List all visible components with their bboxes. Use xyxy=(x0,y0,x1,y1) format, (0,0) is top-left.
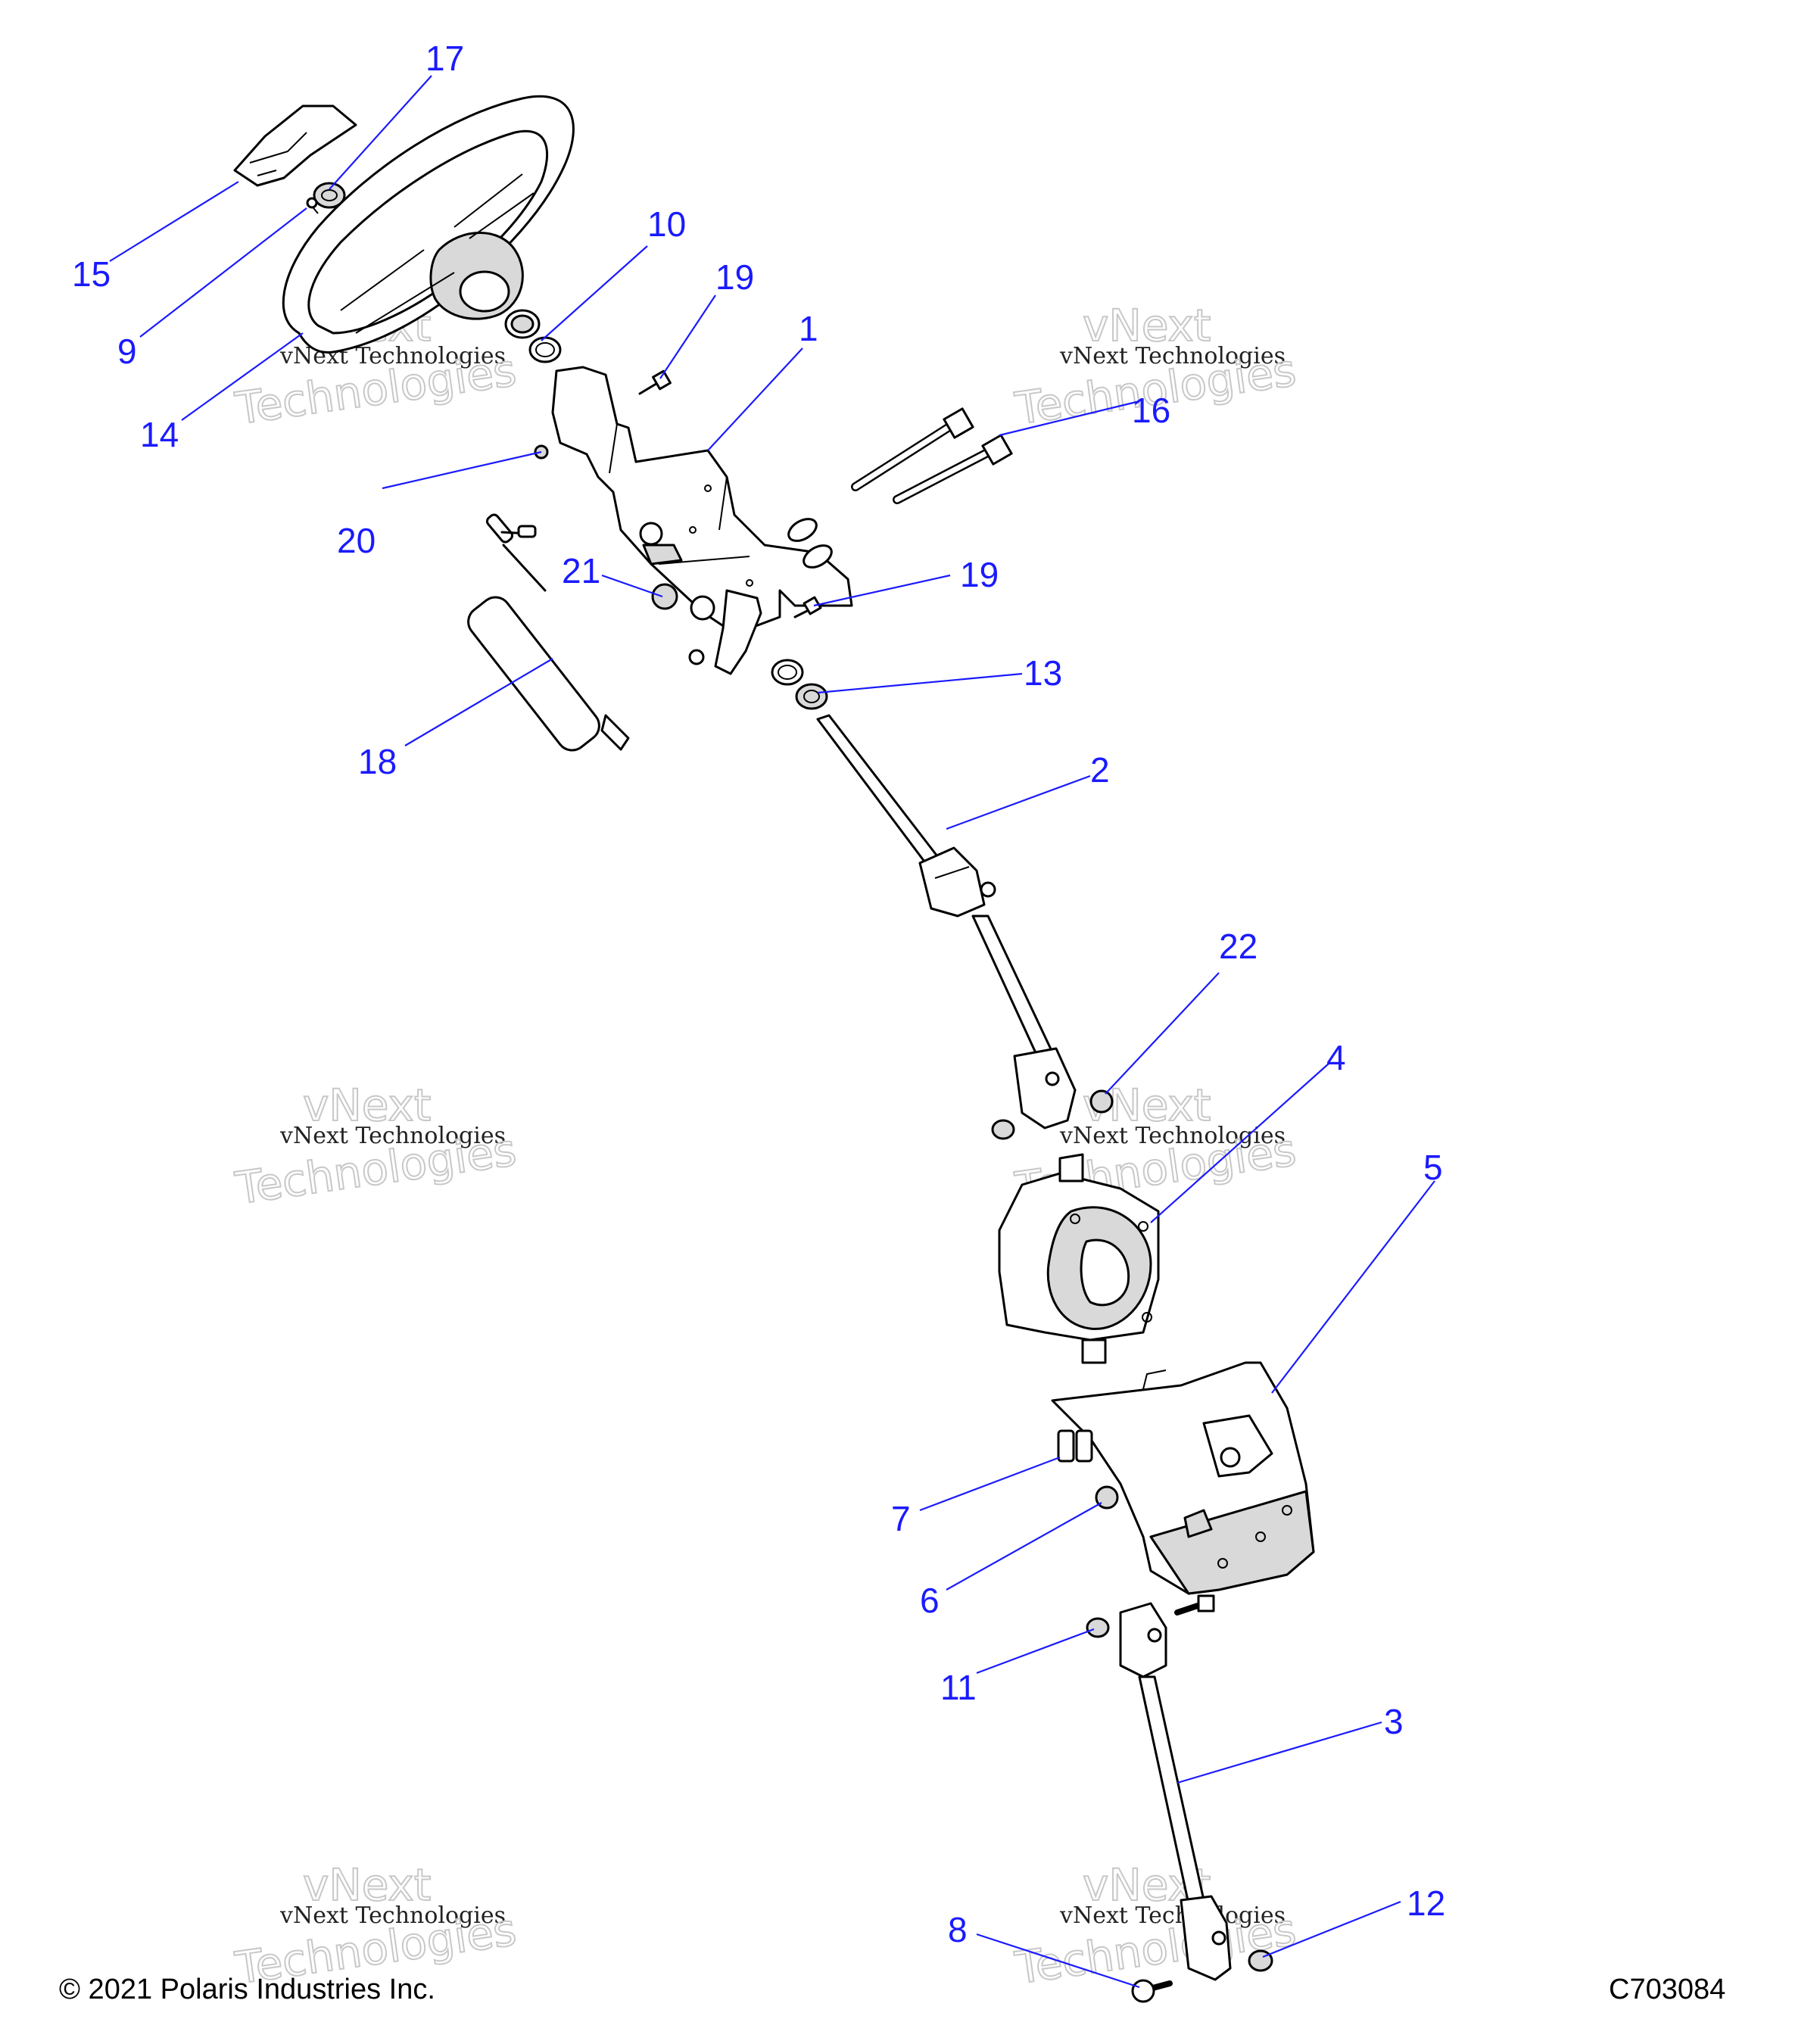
callout-4: 4 xyxy=(1326,1038,1346,1077)
callout-6: 6 xyxy=(920,1581,940,1620)
watermark-top-right: vNext vNext Technologies Technologies xyxy=(1011,299,1299,435)
callout-3: 3 xyxy=(1384,1702,1404,1741)
leader-4 xyxy=(1150,1063,1329,1223)
watermark-line: vNext Technologies xyxy=(1059,1902,1286,1929)
part-14-steering-wheel xyxy=(282,95,575,354)
callout-1: 1 xyxy=(799,309,818,348)
callout-15: 15 xyxy=(72,254,111,294)
callout-14: 14 xyxy=(140,415,179,454)
part-3-lower-shaft xyxy=(1119,1602,1232,1981)
part-15-steering-cover xyxy=(233,104,357,187)
callout-10: 10 xyxy=(647,204,686,244)
part-washer xyxy=(991,1119,1015,1140)
part-1-steering-bracket xyxy=(551,366,853,675)
leader-22 xyxy=(1105,972,1220,1095)
callout-16: 16 xyxy=(1132,391,1170,430)
leader-16 xyxy=(999,400,1140,437)
part-18-gas-strut xyxy=(467,513,630,752)
leader-11 xyxy=(976,1628,1095,1675)
leader-13 xyxy=(817,672,1023,694)
callout-11: 11 xyxy=(940,1668,977,1707)
part-21-nuts xyxy=(651,583,715,665)
leader-9 xyxy=(139,207,307,338)
watermark-word-top: vNext xyxy=(303,1080,431,1131)
leader-7 xyxy=(919,1456,1061,1512)
leader-21 xyxy=(601,574,663,598)
part-2-upper-shaft xyxy=(816,714,1077,1129)
leader-8 xyxy=(976,1933,1140,1989)
callout-20: 20 xyxy=(337,521,376,560)
callout-12: 12 xyxy=(1407,1884,1445,1923)
leader-19-right xyxy=(813,574,951,607)
part-bracket-bolt xyxy=(1174,1594,1215,1616)
part-9-pin xyxy=(306,197,319,214)
callout-7: 7 xyxy=(891,1499,911,1538)
copyright-text: © 2021 Polaris Industries Inc. xyxy=(59,1974,435,2005)
leader-10 xyxy=(541,245,648,341)
leader-20 xyxy=(382,450,542,490)
leader-19-top xyxy=(659,294,716,379)
callout-8: 8 xyxy=(948,1910,968,1949)
callout-2: 2 xyxy=(1090,750,1110,790)
part-19-bolt-right xyxy=(793,596,822,618)
part-5-mounting-bracket xyxy=(1051,1361,1315,1595)
callout-18: 18 xyxy=(358,742,397,781)
leader-18 xyxy=(404,658,553,746)
callout-21: 21 xyxy=(562,551,600,590)
leader-3 xyxy=(1177,1721,1382,1784)
callout-labels: 17 15 9 10 19 1 14 16 20 21 19 13 18 2 2… xyxy=(72,39,1445,1949)
callout-19-top: 19 xyxy=(715,257,754,297)
callout-19-right: 19 xyxy=(960,555,999,594)
watermark-bottom-right: vNext vNext Technologies Technologies xyxy=(1011,1859,1299,1995)
watermark-line: vNext Technologies xyxy=(279,1123,506,1149)
part-19-bolt-top xyxy=(638,369,672,395)
leader-12 xyxy=(1262,1900,1401,1958)
watermark-word-top: vNext xyxy=(303,1859,431,1911)
part-7-bolts xyxy=(1057,1429,1093,1463)
leader-15 xyxy=(109,181,239,262)
watermark-line: vNext Technologies xyxy=(279,1902,506,1929)
callout-5: 5 xyxy=(1423,1148,1443,1187)
part-13-bushings xyxy=(771,659,828,710)
callout-17: 17 xyxy=(425,39,464,78)
part-22-nut xyxy=(1089,1089,1114,1114)
leader-lines xyxy=(109,75,1435,1989)
part-16-long-bolts xyxy=(851,407,1013,504)
leader-5 xyxy=(1271,1180,1435,1394)
callout-9: 9 xyxy=(117,332,137,371)
watermark-line: vNext Technologies xyxy=(1059,343,1286,369)
leader-2 xyxy=(946,774,1091,830)
diagram-code: C703084 xyxy=(1609,1974,1725,2005)
watermark-word-top: vNext xyxy=(1083,300,1211,351)
callout-13: 13 xyxy=(1024,653,1062,693)
part-4-power-steering-unit xyxy=(998,1153,1160,1364)
leader-14 xyxy=(181,332,304,421)
leader-17 xyxy=(329,75,432,190)
part-17-nut xyxy=(313,182,346,209)
watermark-mid-left: vNext vNext Technologies Technologies xyxy=(231,1079,519,1215)
leader-6 xyxy=(946,1502,1102,1591)
part-10-bearing xyxy=(504,309,562,363)
part-11-nut xyxy=(1086,1617,1110,1638)
callout-22: 22 xyxy=(1219,927,1258,966)
leader-1 xyxy=(707,347,803,451)
part-8-bolt xyxy=(1131,1979,1173,2003)
